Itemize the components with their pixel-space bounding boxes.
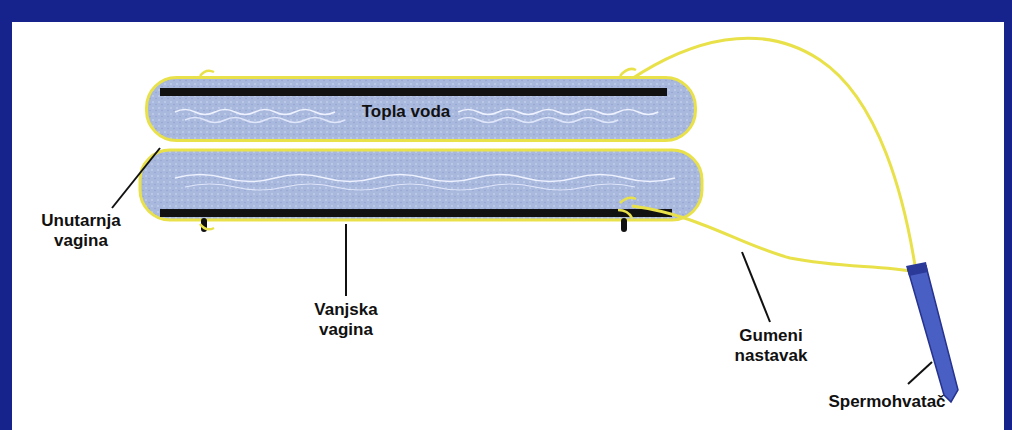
leader-line	[345, 224, 347, 296]
sperm-collector	[908, 266, 958, 402]
water-wave	[185, 184, 635, 190]
leader-line	[112, 148, 160, 208]
outer-vagina-shape	[140, 150, 702, 220]
collector-cap	[906, 262, 928, 276]
rigid-tube	[160, 209, 672, 217]
part-label: Gumeni nastavak	[716, 326, 826, 366]
water-wave	[175, 175, 675, 182]
part-label: Vanjska vagina	[300, 300, 392, 340]
part-label: Spermohvatač	[812, 392, 962, 412]
tube-tie	[618, 198, 636, 218]
leader-line	[742, 252, 770, 322]
rubber-tube	[632, 206, 916, 272]
inner-vagina-capsule: Topla voda	[145, 76, 697, 142]
part-label: Unutarnja vagina	[22, 211, 140, 251]
node-text: Topla voda	[362, 102, 450, 122]
leader-line	[908, 362, 932, 384]
rubber-tube	[630, 38, 916, 272]
clamp	[621, 218, 627, 232]
